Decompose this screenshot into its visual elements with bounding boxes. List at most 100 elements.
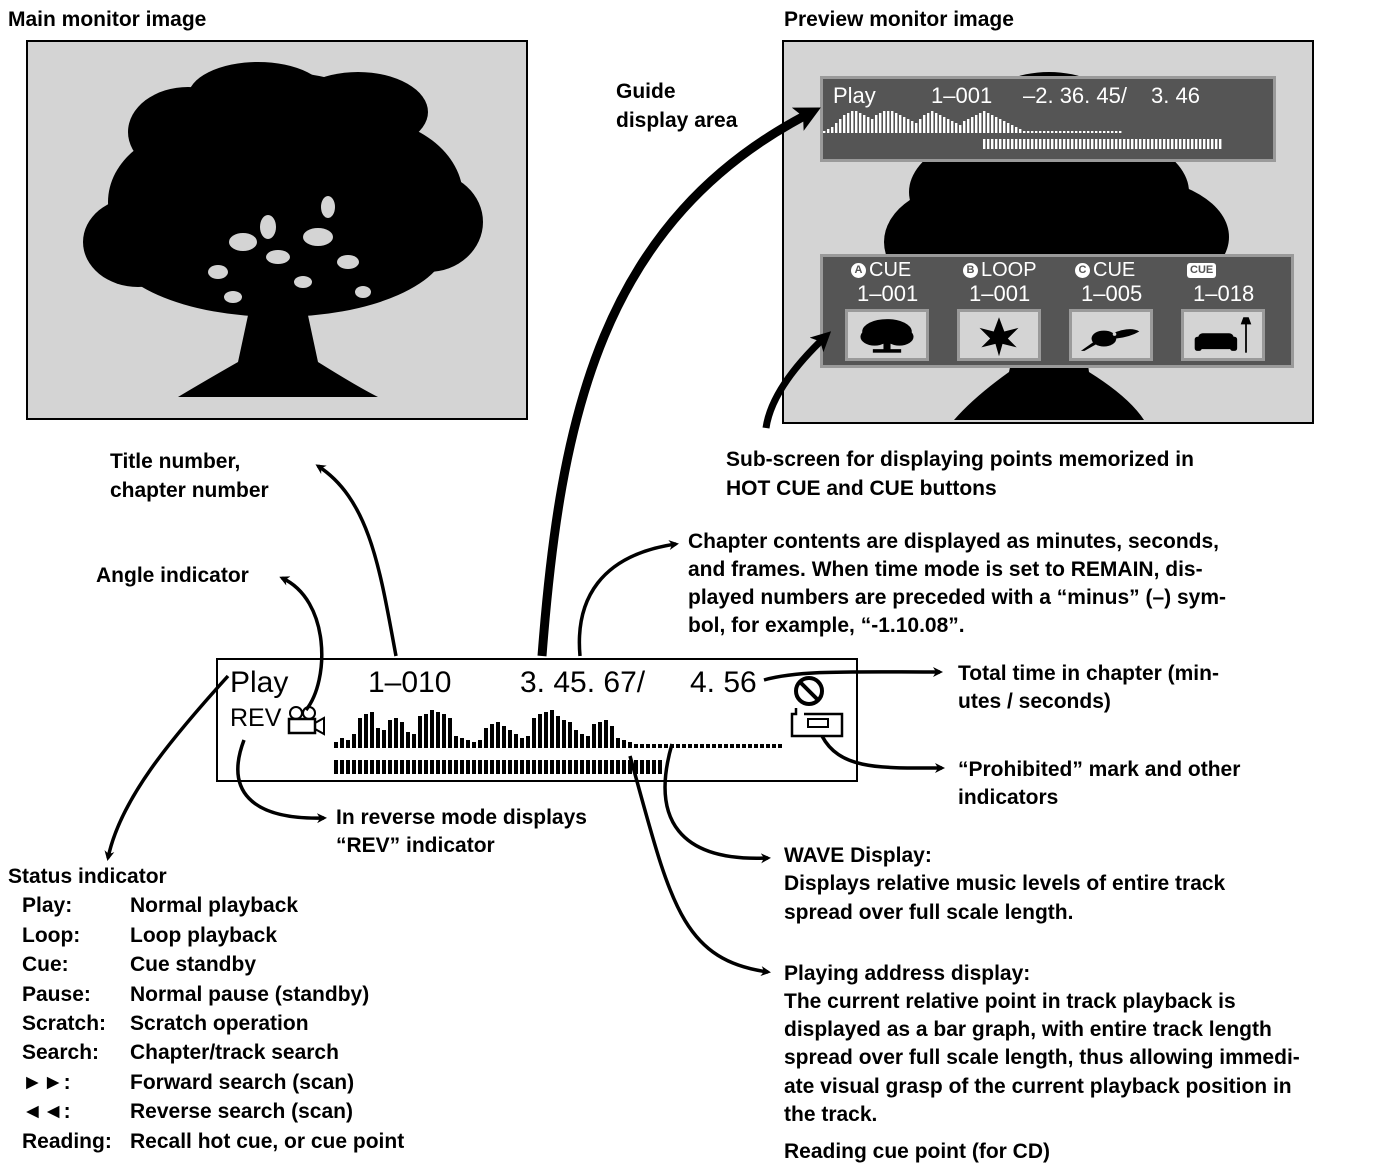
- wave-bar: [640, 744, 644, 748]
- address-bar: [1027, 139, 1030, 149]
- wave-bar: [959, 125, 962, 133]
- cue-badge: A: [851, 263, 866, 278]
- address-bar: [1147, 139, 1150, 149]
- wave-bar: [1111, 131, 1114, 133]
- wave-bar: [610, 726, 614, 748]
- wave-bar: [334, 742, 338, 748]
- status-desc: Recall hot cue, or cue point: [130, 1129, 405, 1153]
- wave-bar: [418, 716, 422, 748]
- status-row: Loop:Loop playback: [22, 921, 404, 950]
- address-bar: [1091, 139, 1094, 149]
- address-bar: [1163, 139, 1166, 149]
- wave-bar: [562, 720, 566, 748]
- wave-bar: [855, 111, 858, 133]
- address-bar: [1107, 139, 1110, 149]
- wave-bar: [987, 113, 990, 133]
- address-bar: [1071, 139, 1074, 149]
- wave-bar: [382, 730, 386, 748]
- wave-bar: [1047, 131, 1050, 133]
- wave-bar: [520, 760, 524, 774]
- wave-bar: [442, 714, 446, 748]
- wave-bar: [406, 760, 410, 774]
- wave-bar: [412, 734, 416, 748]
- status-key: Search:: [22, 1041, 100, 1065]
- wave-bar: [376, 760, 380, 774]
- guide-time: –2. 36. 45/: [1023, 83, 1127, 108]
- wave-bar: [634, 760, 638, 774]
- wave-bar: [526, 736, 530, 748]
- wave-bar: [971, 117, 974, 133]
- wave-bar: [658, 744, 662, 748]
- toucan-icon: [1080, 329, 1140, 351]
- wave-bar: [586, 760, 590, 774]
- wave-bar: [424, 714, 428, 748]
- address-bar: [1111, 139, 1114, 149]
- sub-screen-arrow: [762, 331, 832, 429]
- wave-bar: [839, 119, 842, 133]
- wave-bar: [364, 714, 368, 748]
- address-bar: [1083, 139, 1086, 149]
- playing-address-display: [334, 760, 662, 774]
- address-bar: [1119, 139, 1122, 149]
- wave-bar: [748, 744, 752, 748]
- prohibited-arrow: [820, 735, 945, 774]
- wave-bar: [1067, 131, 1070, 133]
- wave-bar: [376, 728, 380, 748]
- status-desc: Normal playback: [130, 894, 299, 918]
- chapter-contents-arrow: [577, 540, 679, 657]
- status-row: Scratch:Scratch operation: [22, 1009, 404, 1038]
- wave-bar: [1079, 131, 1082, 133]
- wave-bar: [943, 117, 946, 133]
- wave-bar: [1007, 123, 1010, 133]
- wave-bar: [388, 720, 392, 748]
- wave-bar: [875, 115, 878, 133]
- wave-bar: [388, 760, 392, 774]
- address-bar: [991, 139, 994, 149]
- wave-bar: [466, 740, 470, 748]
- wave-bar: [899, 115, 902, 133]
- address-bar: [1035, 139, 1038, 149]
- wave-bar: [863, 115, 866, 133]
- wave-bar: [947, 119, 950, 133]
- guide-status: Play: [833, 83, 876, 108]
- address-bar: [1031, 139, 1034, 149]
- wave-bar: [1075, 131, 1078, 133]
- wave-bar: [472, 760, 476, 774]
- address-bar: [1087, 139, 1090, 149]
- wave-bar: [1031, 131, 1034, 133]
- wave-bar: [1099, 131, 1102, 133]
- wave-bar: [400, 722, 404, 748]
- wave-bar: [772, 744, 776, 748]
- lcd-rev: REV: [230, 704, 282, 732]
- address-bar: [1199, 139, 1202, 149]
- wave-bar: [975, 115, 978, 133]
- wave-bar: [999, 119, 1002, 133]
- wave-bar: [346, 760, 350, 774]
- wave-bar: [879, 113, 882, 133]
- wave-bar: [514, 760, 518, 774]
- wave-bar: [1055, 131, 1058, 133]
- address-bar: [1059, 139, 1062, 149]
- address-bar: [1079, 139, 1082, 149]
- wave-bar: [754, 744, 758, 748]
- status-desc: Loop playback: [130, 923, 278, 947]
- wave-bar: [1059, 131, 1062, 133]
- wave-bar: [340, 738, 344, 748]
- wave-bar: [935, 113, 938, 133]
- wave-bar: [472, 742, 476, 748]
- wave-bar: [448, 760, 452, 774]
- address-bar: [1067, 139, 1070, 149]
- address-bar: [1187, 139, 1190, 149]
- wave-bar: [580, 734, 584, 748]
- address-bar: [1095, 139, 1098, 149]
- wave-bar: [550, 760, 554, 774]
- wave-bar: [1019, 129, 1022, 133]
- total-time-label: Total time in chapter (min-utes / second…: [958, 662, 1219, 713]
